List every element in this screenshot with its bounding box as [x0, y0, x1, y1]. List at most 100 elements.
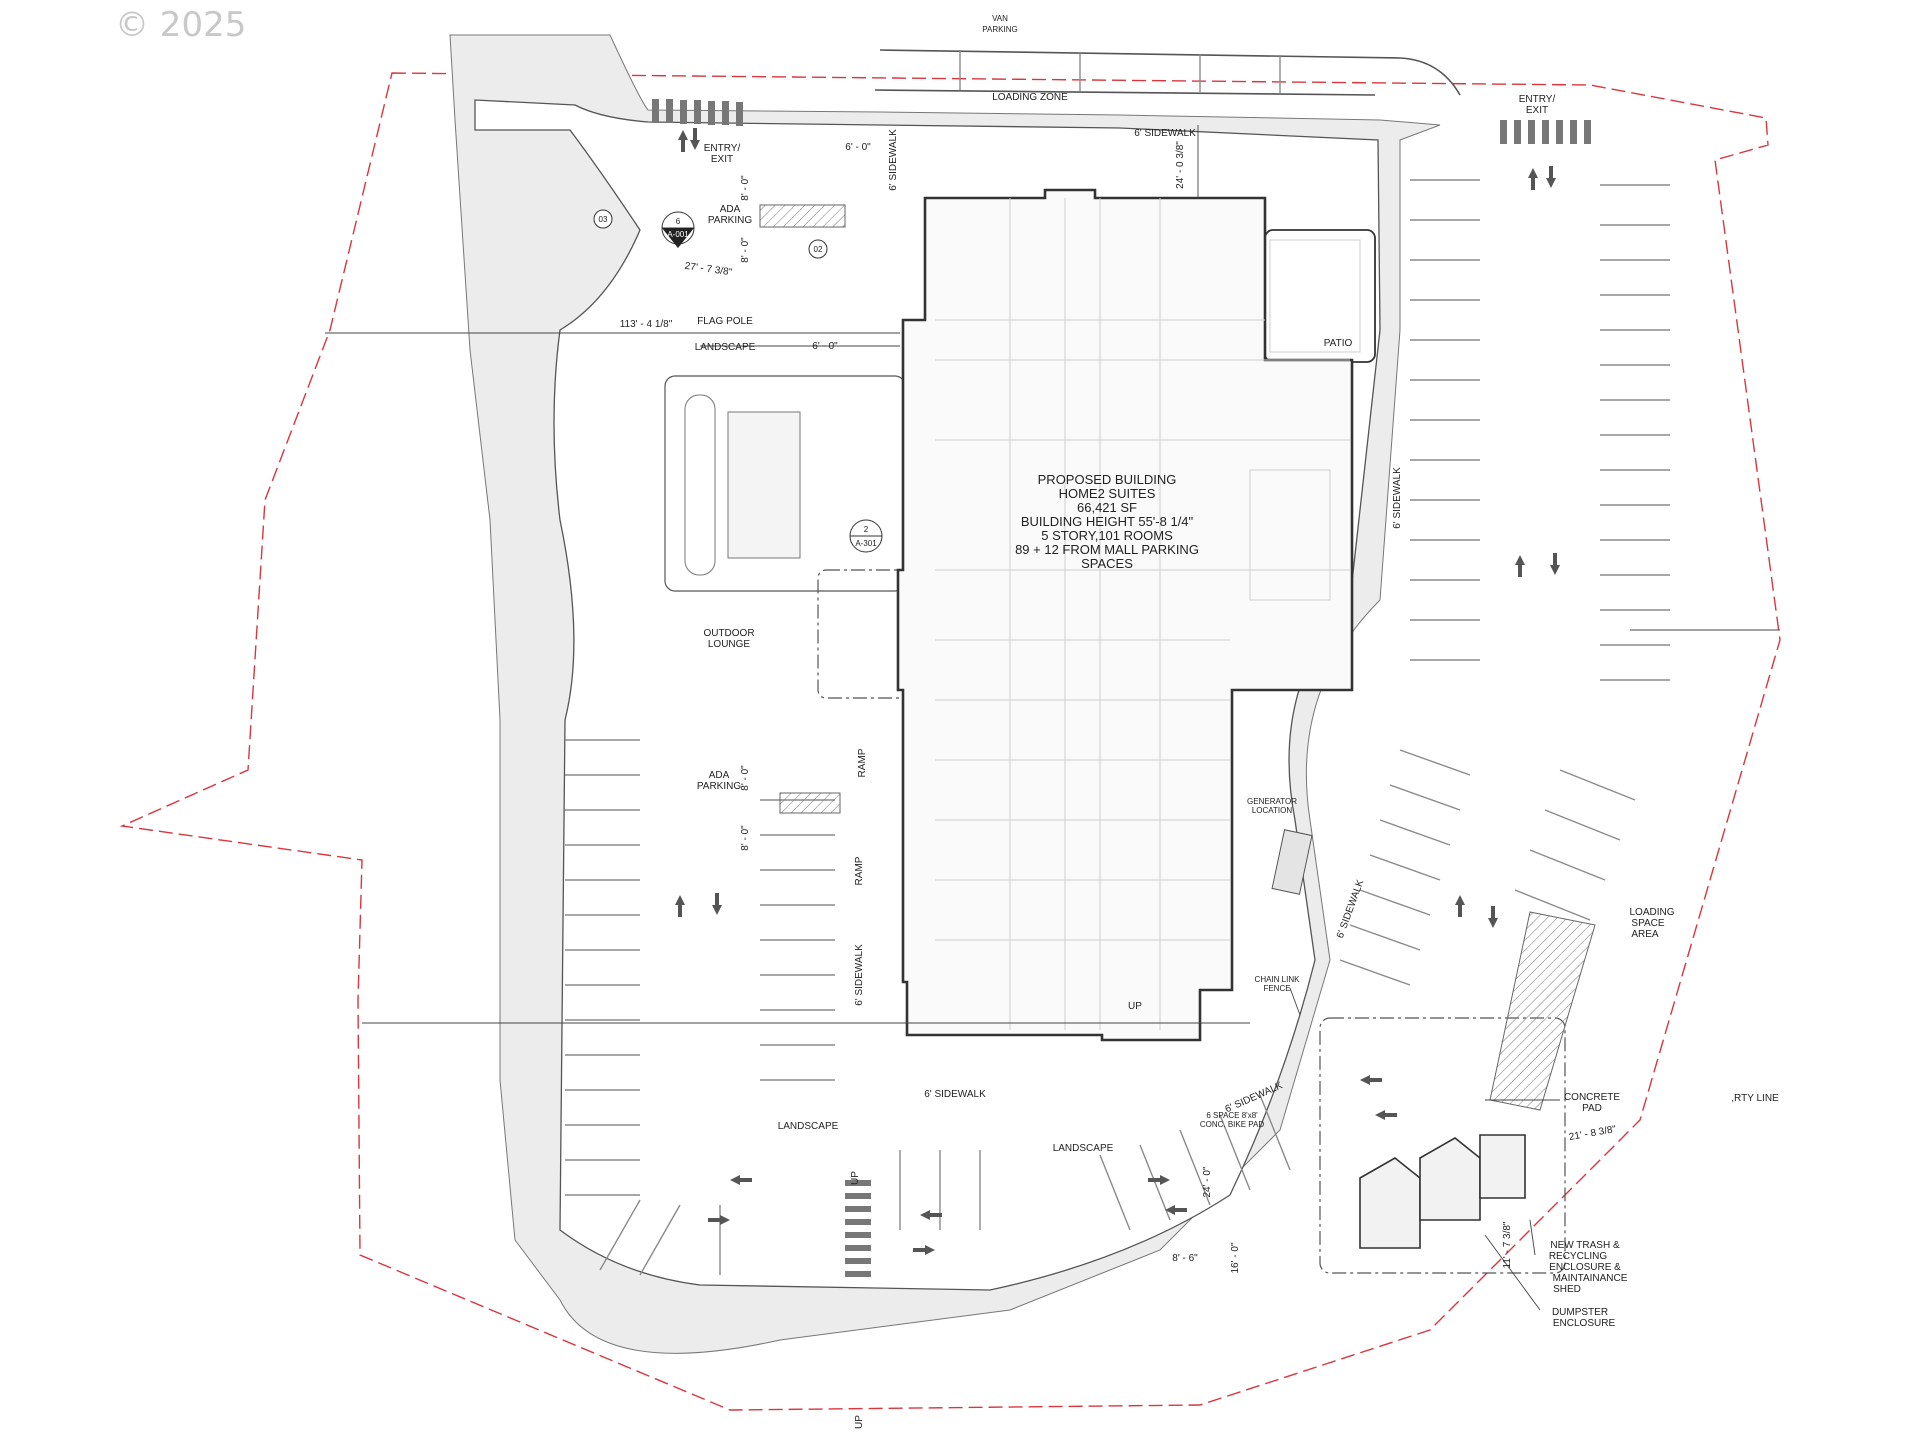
watermark: © 2025	[115, 5, 246, 45]
dumpster-enclosure	[1479, 1134, 1526, 1199]
dim-113-4-18: 113' - 4 1/8"	[620, 319, 673, 330]
label-chain-link: CHAIN LINK	[1255, 975, 1301, 984]
svg-text:2: 2	[864, 525, 869, 534]
label-loading-space-2: SPACE	[1631, 918, 1664, 929]
diagonal-stalls-right	[1339, 749, 1636, 986]
building-footprint	[896, 188, 1354, 1042]
label-entry-exit-right: ENTRY/	[1519, 94, 1556, 105]
dim-21-8-38: 21' - 8 3/8"	[1568, 1124, 1617, 1143]
crosswalk-bottom	[845, 1180, 871, 1277]
loading-space-hatch	[1489, 911, 1596, 1111]
tag-03: 03	[593, 209, 613, 229]
label-loading-space-3: AREA	[1631, 929, 1659, 940]
label-ramp-1: RAMP	[857, 748, 868, 777]
building-line-4: BUILDING HEIGHT 55'-8 1/4"	[1021, 514, 1194, 529]
svg-text:6: 6	[676, 217, 681, 226]
generator-pad	[1271, 829, 1313, 895]
label-sidewalk-right: 6' SIDEWALK	[1392, 467, 1403, 529]
label-trash-1: NEW TRASH &	[1550, 1240, 1620, 1251]
left-parking-stalls	[565, 739, 835, 1196]
label-loading-zone: LOADING ZONE	[992, 92, 1068, 103]
callout-2-a301: 2 A-301	[849, 519, 883, 553]
dim-24-0: 24' - 0"	[1202, 1166, 1213, 1197]
label-entry-exit-right-2: EXIT	[1526, 105, 1548, 116]
label-sidewalk-diag: 6' SIDEWALK	[1335, 878, 1367, 940]
label-concrete-pad: CONCRETE	[1564, 1092, 1620, 1103]
loading-zone-edge	[874, 89, 1376, 96]
tag-02: 02	[808, 239, 828, 259]
label-ada-parking-mid-2: PARKING	[697, 781, 741, 792]
ada-aisle-mid	[779, 792, 841, 814]
dim-8-0-c: 8' - 0"	[740, 765, 751, 791]
building-line-6: 89 + 12 FROM MALL PARKING	[1015, 542, 1199, 557]
trash-area-outline	[1319, 1017, 1566, 1274]
label-trash-4: MAINTAINANCE	[1553, 1273, 1628, 1284]
label-up-1: UP	[1128, 1001, 1142, 1012]
label-ada-parking-mid: ADA	[709, 770, 730, 781]
label-patio: PATIO	[1324, 338, 1353, 349]
label-up-3: UP	[854, 1415, 865, 1429]
label-sidewalk-top: 6' SIDEWALK	[1134, 128, 1196, 139]
label-landscape-top: LANDSCAPE	[695, 342, 756, 353]
label-entry-exit-left: ENTRY/	[704, 143, 741, 154]
label-entry-exit-left-2: EXIT	[711, 154, 733, 165]
leader-lines	[325, 125, 1780, 1311]
label-property-line: ,RTY LINE	[1731, 1093, 1779, 1104]
label-generator: GENERATOR	[1247, 797, 1297, 806]
dim-8-6: 8' - 6"	[1172, 1253, 1198, 1264]
pool-planter	[684, 394, 716, 576]
callout-6-a001: 6 A-001	[661, 211, 695, 248]
label-ada-parking-top-2: PARKING	[708, 215, 752, 226]
label-generator-2: LOCATION	[1252, 806, 1293, 815]
trash-enclosure-b	[1419, 1137, 1481, 1221]
label-dumpster-2: ENCLOSURE	[1553, 1318, 1616, 1329]
label-flag-pole: FLAG POLE	[697, 316, 753, 327]
label-bike-pad: 6 SPACE 8'x8'	[1206, 1111, 1258, 1120]
traffic-arrows	[675, 128, 1560, 1255]
label-sidewalk-vertical-top: 6' SIDEWALK	[888, 129, 899, 191]
label-bike-pad-2: CONC. BIKE PAD	[1200, 1120, 1265, 1129]
label-ramp-2: RAMP	[854, 856, 865, 885]
label-dumpster: DUMPSTER	[1552, 1307, 1608, 1318]
svg-text:A-001: A-001	[667, 230, 689, 239]
dim-8-0-b: 8' - 0"	[740, 237, 751, 263]
trash-enclosure-a	[1359, 1157, 1421, 1249]
ada-aisle-top	[759, 204, 846, 228]
building-line-5: 5 STORY,101 ROOMS	[1041, 528, 1173, 543]
label-ada-parking-top: ADA	[720, 204, 741, 215]
building-line-2: HOME2 SUITES	[1059, 486, 1156, 501]
label-landscape-bottom-mid: LANDSCAPE	[1053, 1143, 1114, 1154]
label-trash-2: RECYCLING	[1549, 1251, 1608, 1262]
svg-text:02: 02	[814, 245, 823, 254]
dim-11-7-38: 11' - 7 3/8"	[1502, 1221, 1513, 1268]
crosswalk-top-right	[1500, 120, 1591, 144]
building-line-1: PROPOSED BUILDING	[1038, 472, 1177, 487]
label-van-parking-2: PARKING	[982, 25, 1017, 34]
svg-text:03: 03	[599, 215, 608, 224]
dim-6-0-mid: 6' - 0"	[812, 341, 838, 352]
dim-24-0-38: 24' - 0 3/8"	[1175, 141, 1186, 189]
bottom-parking-stalls	[599, 1094, 1291, 1276]
building-line-7: SPACES	[1081, 556, 1133, 571]
building-line-3: 66,421 SF	[1077, 500, 1137, 515]
label-concrete-pad-2: PAD	[1582, 1103, 1602, 1114]
label-landscape-bottom-left: LANDSCAPE	[778, 1121, 839, 1132]
van-parking-stalls	[959, 50, 1281, 93]
label-chain-link-2: FENCE	[1263, 984, 1290, 993]
label-outdoor-lounge-2: LOUNGE	[708, 639, 751, 650]
dim-6-0-top: 6' - 0"	[845, 142, 871, 153]
right-parking-stalls	[1410, 179, 1670, 681]
label-loading-space: LOADING	[1629, 907, 1674, 918]
label-sidewalk-vertical-left: 6' SIDEWALK	[854, 944, 865, 1006]
crosswalk-top-left	[652, 99, 743, 126]
label-trash-5: SHED	[1553, 1284, 1581, 1295]
label-outdoor-lounge: OUTDOOR	[703, 628, 754, 639]
label-up-2: UP	[850, 1171, 861, 1185]
svg-text:A-301: A-301	[855, 539, 877, 548]
dim-16-0: 16' - 0"	[1230, 1242, 1241, 1273]
building-interior-linework	[935, 198, 1361, 1030]
dim-8-0-d: 8' - 0"	[740, 825, 751, 851]
label-sidewalk-bottom: 6' SIDEWALK	[924, 1089, 986, 1100]
loading-zone-curb	[879, 49, 1461, 96]
